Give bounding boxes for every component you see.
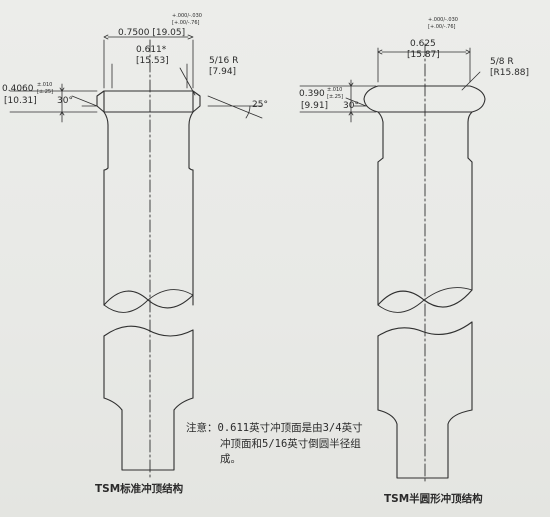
right-height-dimension-mm: [9.91] xyxy=(301,101,329,111)
left-height-tolerance-1: ±.010 xyxy=(37,82,53,88)
right-punch-head xyxy=(363,85,486,113)
right-punch-body xyxy=(377,161,473,479)
right-top-tolerance-2: [+.00/-.76] xyxy=(428,24,456,30)
left-height-dimension: 0.4060 xyxy=(2,84,34,94)
left-caption: TSM标准冲顶结构 xyxy=(95,483,184,495)
right-radius-dimension: 5/8 R xyxy=(490,57,514,67)
left-punch-neck xyxy=(103,124,194,171)
right-angle-30: 30° xyxy=(343,101,359,111)
left-radius-dimension: 5/16 R xyxy=(209,56,239,66)
right-caption: TSM半圆形冲顶结构 xyxy=(384,493,483,505)
right-top-tolerance-1: +.000/-.030 xyxy=(428,17,458,23)
note-line-3: 成。 xyxy=(220,453,241,465)
left-punch-head xyxy=(96,90,201,126)
left-punch-body xyxy=(103,169,194,471)
left-width-dimension: 0.7500 [19.05] xyxy=(118,28,186,38)
right-radius-dimension-mm: [R15.88] xyxy=(490,68,530,78)
left-height-dimension-mm: [10.31] xyxy=(4,96,37,106)
left-top-tolerance-2: [+.00/-.76] xyxy=(172,20,200,26)
right-dimensions xyxy=(299,47,481,123)
right-punch-neck xyxy=(377,111,473,163)
right-height-dimension: 0.390 xyxy=(299,89,325,99)
left-height-tolerance-2: [±.25] xyxy=(37,89,54,95)
left-radius-dimension-mm: [7.94] xyxy=(209,67,237,77)
right-height-tolerance-1: ±.010 xyxy=(327,87,343,93)
right-width-dimension-mm: [15.87] xyxy=(407,50,440,60)
left-face-dimension-mm: [15.53] xyxy=(136,56,169,66)
left-top-tolerance-1: +.000/-.030 xyxy=(172,13,202,19)
left-angle-25: 25° xyxy=(252,100,268,110)
left-dimensions xyxy=(9,34,263,123)
right-height-tolerance-2: [±.25] xyxy=(327,94,344,100)
left-face-dimension: 0.611* xyxy=(136,45,167,55)
note-line-2: 冲顶面和5/16英寸倒圆半径组 xyxy=(220,438,361,450)
note-line-1: 注意：0.611英寸冲顶面是由3/4英寸 xyxy=(186,422,363,434)
right-width-dimension: 0.625 xyxy=(410,39,436,49)
left-angle-30: 30° xyxy=(57,96,73,106)
